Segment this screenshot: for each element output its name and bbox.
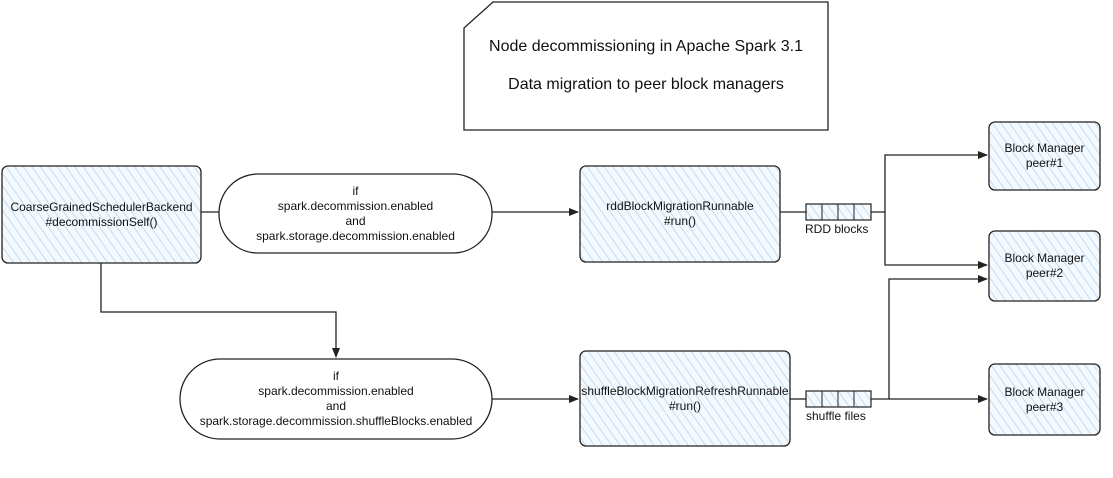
peer-2-title: Block Manager <box>1004 251 1085 265</box>
shuffle-condition-option-1: spark.decommission.enabled <box>258 384 414 398</box>
scheduler-backend-class: CoarseGrainedSchedulerBackend <box>10 199 193 214</box>
rdd-blocks-label: RDD blocks <box>805 222 869 236</box>
scheduler-backend-method: #decommissionSelf() <box>45 214 158 229</box>
rdd-runnable-label: rddBlockMigrationRunnable #run() <box>580 166 780 262</box>
title-note-box <box>463 1 829 131</box>
block-manager-peer-2-label: Block Manager peer#2 <box>989 231 1100 301</box>
shuffle-runnable-label: shuffleBlockMigrationRefreshRunnable #ru… <box>580 351 790 446</box>
shuffle-files-queue <box>805 390 872 408</box>
rdd-condition-if: if <box>352 183 359 198</box>
rdd-condition-pill <box>218 173 493 254</box>
rdd-condition-and: and <box>345 213 366 228</box>
connector-rdd-queue-to-peer-1 <box>871 151 988 213</box>
shuffle-condition-option-2: spark.storage.decommission.shuffleBlocks… <box>199 414 473 428</box>
peer-3-title: Block Manager <box>1004 384 1085 399</box>
rdd-condition-label: if spark.decommission.enabled and spark.… <box>219 174 492 253</box>
shuffle-condition-if: if <box>333 369 339 383</box>
diagram-title: Node decommissioning in Apache Spark 3.1 <box>489 38 803 55</box>
rdd-blocks-queue <box>805 203 872 221</box>
peer-2-id: peer#2 <box>1025 266 1064 280</box>
peer-1-id: peer#1 <box>1025 156 1064 170</box>
shuffle-files-label: shuffle files <box>806 409 866 423</box>
rdd-runnable-method: #run() <box>663 214 696 228</box>
block-manager-peer-3-label: Block Manager peer#3 <box>989 364 1100 435</box>
rdd-condition-option-2: spark.storage.decommission.enabled <box>256 228 455 243</box>
block-manager-peer-1-label: Block Manager peer#1 <box>989 122 1100 190</box>
rdd-condition-option-1: spark.decommission.enabled <box>277 198 434 213</box>
block-manager-peer-2-box <box>988 230 1101 302</box>
title-note: Node decommissioning in Apache Spark 3.1… <box>464 26 828 106</box>
peer-3-id: peer#3 <box>1025 399 1064 414</box>
connector-shuffle-queue-to-peer-2 <box>871 275 988 400</box>
shuffle-runnable-method: #run() <box>668 398 701 413</box>
connector-rdd-queue-to-peer-2 <box>884 212 988 269</box>
connector-backend-to-shuffle-condition <box>100 263 340 358</box>
rdd-runnable-box <box>579 165 781 263</box>
rdd-runnable-name: rddBlockMigrationRunnable <box>606 199 754 213</box>
peer-1-title: Block Manager <box>1004 141 1085 155</box>
diagram-subtitle: Data migration to peer block managers <box>508 76 784 93</box>
shuffle-condition-label: if spark.decommission.enabled and spark.… <box>180 359 492 439</box>
shuffle-condition-and: and <box>325 399 347 413</box>
block-manager-peer-1-box <box>988 121 1101 191</box>
block-manager-peer-3-box <box>988 363 1101 436</box>
scheduler-backend-label: CoarseGrainedSchedulerBackend #decommiss… <box>2 166 201 263</box>
shuffle-runnable-name: shuffleBlockMigrationRefreshRunnable <box>581 383 789 398</box>
